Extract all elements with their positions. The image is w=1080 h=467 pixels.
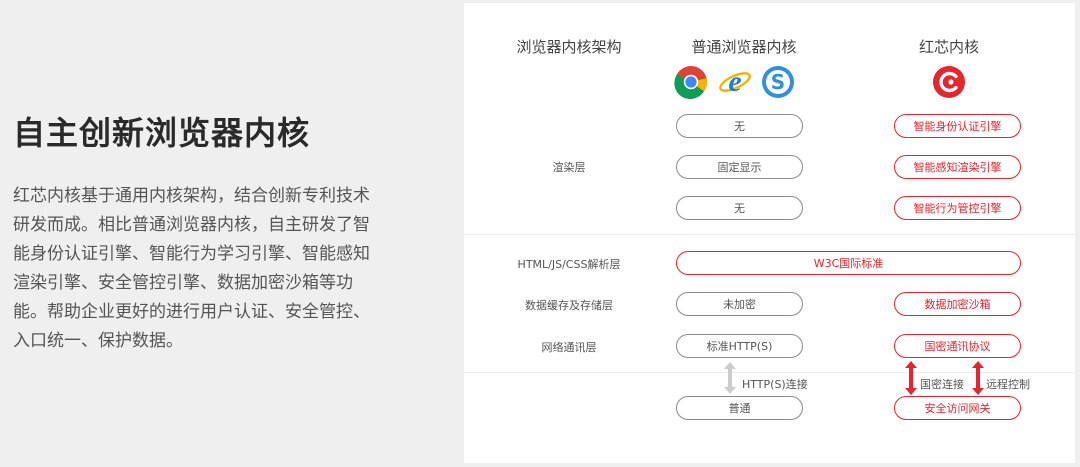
redcore-connection-arrow-2 — [971, 360, 985, 396]
section-divider-bottom — [464, 372, 1075, 373]
sogou-icon: S — [761, 65, 795, 99]
chrome-icon — [674, 65, 708, 99]
bottom-normal: 普通 — [676, 396, 803, 420]
parse-shared-w3c: W3C国际标准 — [676, 251, 1021, 275]
render-redcore-1: 智能身份认证引擎 — [894, 114, 1021, 138]
column-header-redcore: 红芯内核 — [918, 38, 979, 56]
architecture-comparison-panel: 浏览器内核架构 普通浏览器内核 红芯内核 e S 渲 — [464, 3, 1075, 463]
network-redcore: 国密通讯协议 — [894, 334, 1021, 358]
row-label-render: 渲染层 — [552, 161, 586, 174]
svg-text:S: S — [771, 70, 785, 94]
ie-icon: e — [718, 65, 752, 99]
intro-description: 红芯内核基于通用内核架构，结合创新专利技术研发而成。相比普通浏览器内核，自主研发… — [13, 186, 370, 351]
storage-redcore: 数据加密沙箱 — [894, 292, 1021, 316]
redcore-connection-label-1: 国密连接 — [920, 378, 964, 391]
render-normal-1: 无 — [676, 114, 803, 138]
render-normal-3: 无 — [676, 196, 803, 220]
redcore-connection-arrow-1 — [904, 360, 918, 396]
storage-normal: 未加密 — [676, 292, 803, 316]
normal-connection-label: HTTP(S)连接 — [742, 378, 808, 391]
intro-title: 自主创新浏览器内核 — [13, 114, 311, 152]
row-label-storage: 数据缓存及存储层 — [525, 299, 613, 312]
render-redcore-3: 智能行为管控引擎 — [894, 196, 1021, 220]
section-divider-top — [464, 234, 1075, 235]
column-header-arch: 浏览器内核架构 — [516, 38, 622, 56]
normal-connection-arrow — [723, 361, 737, 395]
row-label-parse: HTML/JS/CSS解析层 — [517, 258, 621, 271]
render-normal-2: 固定显示 — [676, 155, 803, 179]
network-normal: 标准HTTP(S) — [676, 334, 803, 358]
svg-text:e: e — [728, 65, 741, 98]
render-redcore-2: 智能感知渲染引擎 — [894, 155, 1021, 179]
row-label-network: 网络通讯层 — [541, 341, 597, 354]
redcore-icon — [932, 65, 966, 99]
redcore-connection-label-2: 远程控制 — [986, 378, 1030, 391]
column-header-normal: 普通浏览器内核 — [691, 38, 797, 56]
bottom-redcore-gateway: 安全访问网关 — [894, 396, 1021, 420]
